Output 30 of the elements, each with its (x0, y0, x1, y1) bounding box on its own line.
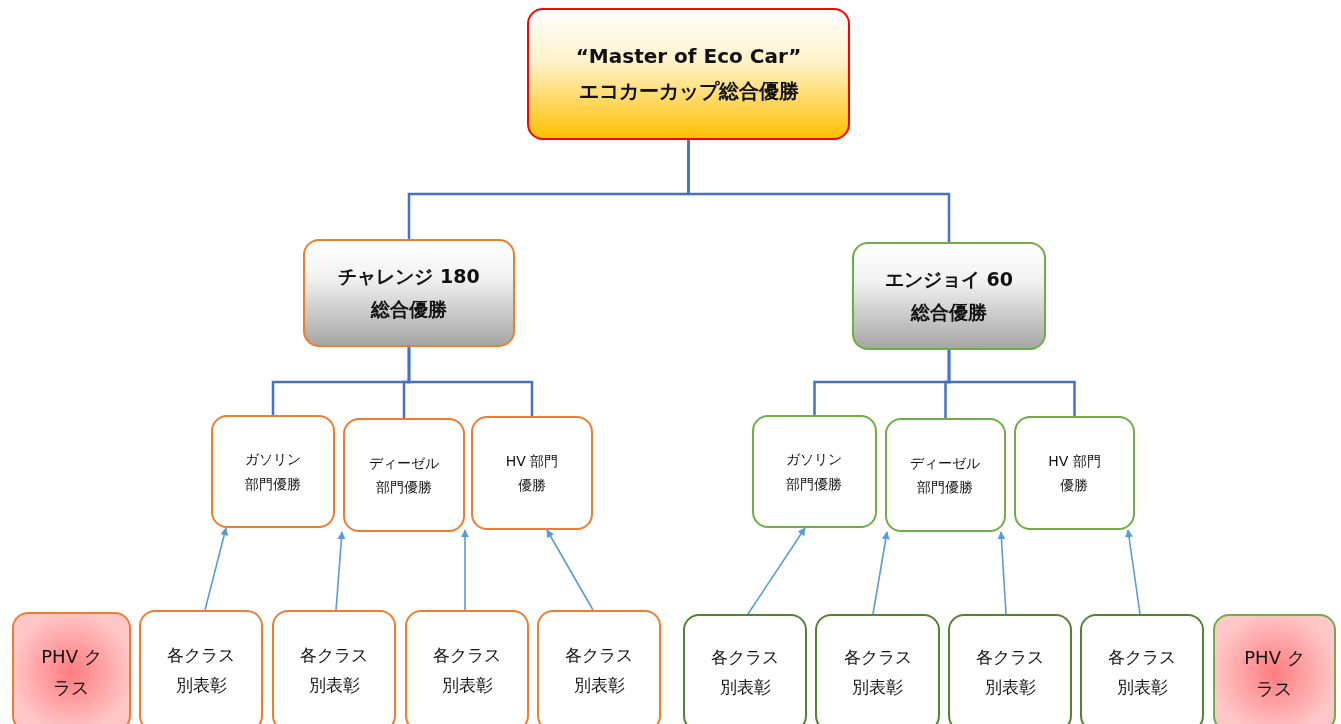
arrow (997, 531, 1007, 615)
category-award-box: HV 部門優勝 (471, 416, 593, 530)
category-award-box: ガソリン部門優勝 (211, 415, 335, 528)
class-award-box: 各クラス別表彰 (405, 610, 529, 724)
category-award-box: ガソリン部門優勝 (752, 415, 877, 528)
overall-award-box: エンジョイ 60 総合優勝 (852, 242, 1046, 350)
arrow (546, 529, 594, 611)
connector-line (687, 140, 951, 242)
overall-award-box: チャレンジ 180 総合優勝 (303, 239, 515, 347)
class-award-box: 各クラス別表彰 (815, 614, 940, 724)
arrow (204, 527, 229, 611)
connector-line (947, 350, 1076, 416)
category-award-box: ディーゼル部門優勝 (343, 418, 465, 532)
arrow (872, 531, 890, 615)
title-box: “Master of Eco Car” エコカーカップ総合優勝 (527, 8, 850, 140)
category-award-box: HV 部門優勝 (1014, 416, 1135, 530)
class-award-box: 各クラス別表彰 (1080, 614, 1204, 724)
phv-class-box: PHV クラス (1213, 614, 1336, 724)
connector-line (407, 347, 534, 416)
category-award-box: ディーゼル部門優勝 (885, 418, 1006, 532)
arrow (335, 531, 346, 611)
class-award-box: 各クラス別表彰 (139, 610, 263, 724)
class-award-box: 各クラス別表彰 (683, 614, 807, 724)
class-award-box: 各クラス別表彰 (948, 614, 1072, 724)
class-award-box: 各クラス別表彰 (537, 610, 661, 724)
phv-class-box: PHV クラス (12, 612, 131, 724)
arrow (1125, 529, 1141, 615)
class-award-box: 各クラス別表彰 (272, 610, 396, 724)
arrow (461, 529, 469, 611)
arrow (747, 527, 806, 615)
